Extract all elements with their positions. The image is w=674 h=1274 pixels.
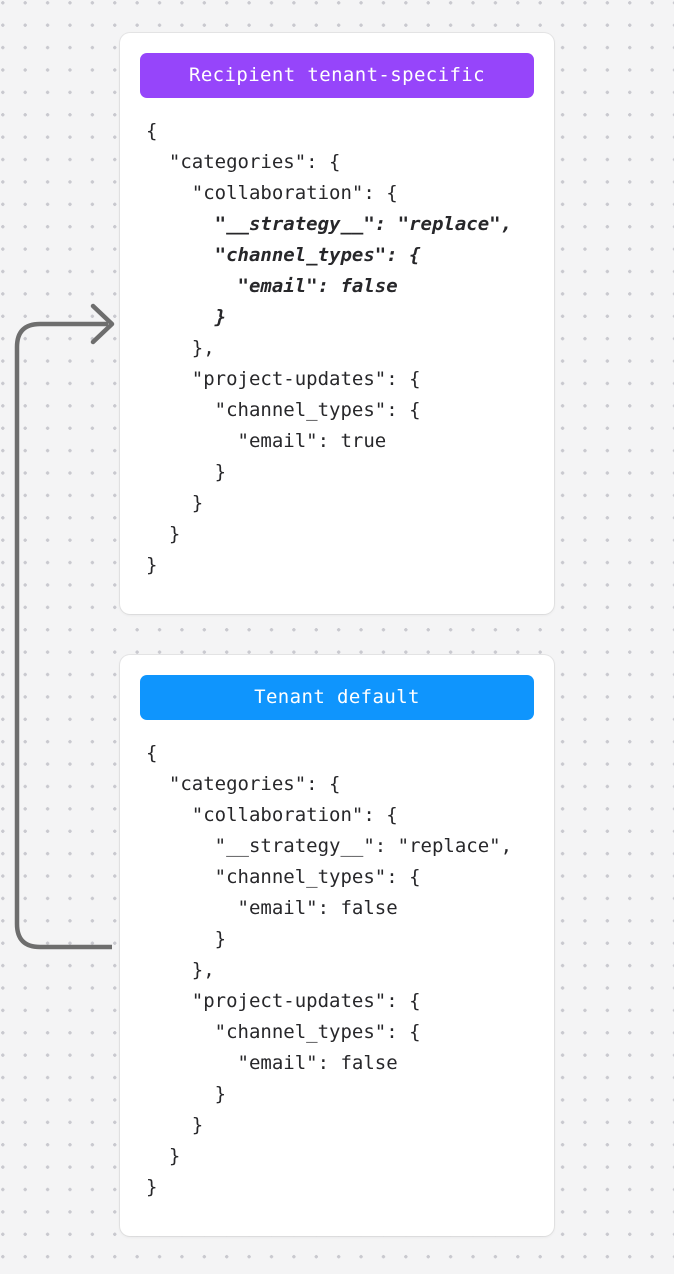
code-line: } xyxy=(146,554,158,576)
tenant-default-code: { "categories": { "collaboration": { "__… xyxy=(140,720,534,1203)
code-line: "channel_types": { xyxy=(146,244,421,266)
code-line: "channel_types": { xyxy=(146,399,421,421)
recipient-tenant-specific-badge: Recipient tenant-specific xyxy=(140,53,534,98)
code-line: "categories": { xyxy=(146,151,341,173)
tenant-default-badge: Tenant default xyxy=(140,675,534,720)
tenant-default-card: Tenant default { "categories": { "collab… xyxy=(120,655,554,1236)
code-line: "email": true xyxy=(146,430,387,452)
code-line: { xyxy=(146,742,158,764)
code-line: } xyxy=(146,1083,227,1105)
code-line: } xyxy=(146,306,227,328)
arrow-head-icon xyxy=(90,303,115,345)
code-line: } xyxy=(146,523,181,545)
recipient-tenant-specific-card: Recipient tenant-specific { "categories"… xyxy=(120,33,554,614)
code-line: "email": false xyxy=(146,897,398,919)
code-line: } xyxy=(146,928,227,950)
code-line: "channel_types": { xyxy=(146,866,421,888)
recipient-tenant-specific-code: { "categories": { "collaboration": { "__… xyxy=(140,98,534,581)
code-line: "categories": { xyxy=(146,773,341,795)
code-line: { xyxy=(146,120,158,142)
code-line: } xyxy=(146,1114,204,1136)
code-line: } xyxy=(146,492,204,514)
code-line: "email": false xyxy=(146,275,398,297)
code-line: "channel_types": { xyxy=(146,1021,421,1043)
code-line: } xyxy=(146,1145,181,1167)
code-line: "collaboration": { xyxy=(146,804,398,826)
code-line: }, xyxy=(146,337,215,359)
code-line: "email": false xyxy=(146,1052,398,1074)
code-line: "__strategy__": "replace", xyxy=(146,213,513,235)
code-line: "collaboration": { xyxy=(146,182,398,204)
arrow-path xyxy=(14,321,112,950)
code-line: "project-updates": { xyxy=(146,990,421,1012)
code-line: } xyxy=(146,1176,158,1198)
code-line: }, xyxy=(146,959,215,981)
code-line: "project-updates": { xyxy=(146,368,421,390)
code-line: } xyxy=(146,461,227,483)
code-line: "__strategy__": "replace", xyxy=(146,835,513,857)
